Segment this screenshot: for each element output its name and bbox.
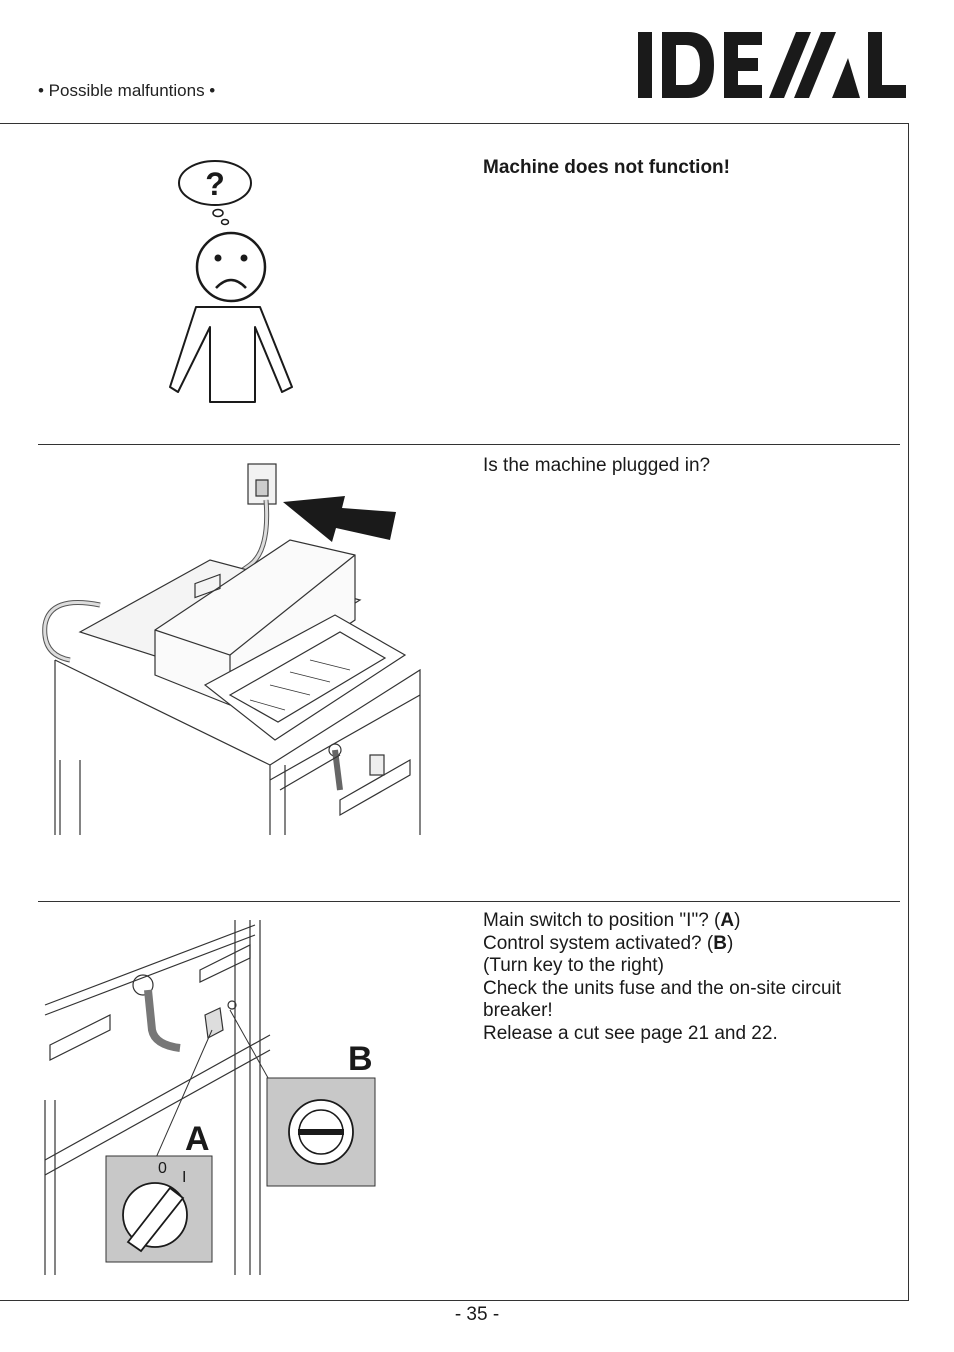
key-switch-icon bbox=[266, 1077, 376, 1187]
switch-off-label: 0 bbox=[158, 1160, 167, 1177]
section-label: • Possible malfuntions • bbox=[38, 81, 216, 100]
row3-text: Main switch to position "I"? (A) Control… bbox=[483, 910, 883, 1045]
callout-a: A bbox=[185, 1120, 210, 1158]
confused-person-icon: ? bbox=[169, 160, 293, 403]
instruction-line: Control system activated? (B) bbox=[483, 932, 734, 954]
main-switch-icon: 0 I bbox=[105, 1155, 213, 1263]
switch-on-label: I bbox=[182, 1169, 186, 1186]
row2-text: Is the machine plugged in? bbox=[483, 455, 711, 476]
frame-top-line bbox=[0, 123, 909, 124]
instruction-line: Main switch to position "I"? (A) bbox=[483, 910, 741, 931]
page-number: - 35 - bbox=[454, 1304, 500, 1325]
frame-bottom-line bbox=[0, 1300, 909, 1301]
row-divider bbox=[38, 901, 900, 902]
arrow-icon bbox=[283, 496, 396, 542]
instruction-line: Release a cut see page 21 and 22. bbox=[483, 1022, 778, 1044]
instruction-line: (Turn key to the right) bbox=[483, 955, 664, 976]
ideal-logo bbox=[638, 32, 906, 98]
row-divider bbox=[38, 444, 900, 445]
switch-panel-illustration: 0 I A B bbox=[44, 920, 376, 1275]
instruction-line: Check the units fuse and the on-site cir… bbox=[483, 977, 842, 1022]
cutting-machine-illustration bbox=[42, 463, 421, 835]
frame-right-line bbox=[908, 123, 909, 1301]
row1-title: Machine does not function! bbox=[483, 157, 730, 178]
callout-b: B bbox=[348, 1040, 373, 1078]
question-mark: ? bbox=[205, 166, 225, 202]
